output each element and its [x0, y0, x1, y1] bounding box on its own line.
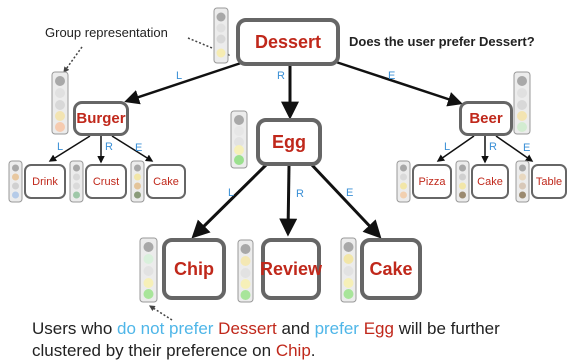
- node-burger: Burger: [73, 101, 129, 136]
- edge-label-root-e: E: [388, 70, 396, 82]
- caption-prefer: prefer: [314, 319, 359, 338]
- caption: Users who do not prefer Dessert and pref…: [32, 318, 552, 362]
- caption-chip: Chip: [275, 341, 311, 360]
- edge-egg-review: [279, 165, 298, 237]
- edge-label-beer-r: R: [489, 141, 497, 153]
- edge-label-egg-e: E: [346, 187, 354, 199]
- node-table: Table: [531, 164, 567, 199]
- root-question: Does the user prefer Dessert?: [349, 34, 535, 49]
- caption-do-not-prefer: do not prefer: [117, 319, 214, 338]
- edge-label-burger-l: L: [57, 141, 64, 153]
- caption-text-5: will be further clustered by their prefe…: [32, 319, 500, 360]
- group-bar-cake-left: [130, 160, 145, 203]
- edge-label-beer-e: E: [523, 142, 531, 154]
- edge-label-root-l: L: [176, 70, 183, 82]
- caption-egg: Egg: [363, 319, 394, 338]
- edge-label-egg-l: L: [228, 187, 235, 199]
- group-bar-table: [515, 160, 530, 203]
- edge-label-beer-l: L: [444, 141, 451, 153]
- node-cake-middle: Cake: [360, 238, 422, 300]
- node-chip: Chip: [162, 238, 226, 300]
- group-representation-label: Group representation: [45, 25, 168, 40]
- group-bar-root: [213, 7, 229, 64]
- edge-label-root-r: R: [277, 70, 285, 82]
- group-bar-review: [237, 239, 254, 303]
- node-pizza: Pizza: [412, 164, 452, 199]
- node-egg: Egg: [256, 118, 322, 166]
- edge-beer-pizza: [436, 135, 475, 162]
- edge-root-burger: [124, 60, 245, 105]
- group-bar-cake-right: [455, 160, 470, 203]
- edge-root-beer: [335, 60, 463, 107]
- edge-burger-cake: [111, 135, 154, 162]
- node-cake-right: Cake: [471, 164, 509, 199]
- edge-label-egg-r: R: [296, 188, 304, 200]
- group-bar-burger: [51, 71, 69, 135]
- edge-egg-chip: [191, 162, 269, 239]
- caption-text-6: .: [310, 341, 316, 360]
- caption-text-3: and: [276, 319, 315, 338]
- node-beer: Beer: [459, 101, 513, 136]
- node-drink: Drink: [24, 164, 66, 199]
- node-review: Review: [260, 238, 322, 300]
- caption-dessert: Dessert: [218, 319, 277, 338]
- edge-burger-drink: [48, 135, 91, 162]
- group-bar-chip: [139, 237, 158, 303]
- edge-egg-cake: [309, 162, 382, 239]
- caption-text-1: Users who: [32, 319, 118, 338]
- group-bar-cake-middle: [340, 237, 357, 303]
- node-crust: Crust: [85, 164, 127, 199]
- edge-label-burger-r: R: [105, 141, 113, 153]
- group-bar-drink: [8, 160, 23, 203]
- node-dessert: Dessert: [236, 18, 340, 66]
- node-cake-left: Cake: [146, 164, 186, 199]
- group-bar-egg: [230, 110, 248, 169]
- group-bar-pizza: [396, 160, 411, 203]
- edge-label-burger-e: E: [135, 142, 143, 154]
- group-bar-crust: [69, 160, 84, 203]
- group-bar-beer: [513, 71, 531, 135]
- edge-beer-table: [495, 135, 534, 162]
- pointer-group-to-burger-bar: [63, 46, 83, 73]
- pointer-caption-to-chip-bar: [148, 305, 173, 321]
